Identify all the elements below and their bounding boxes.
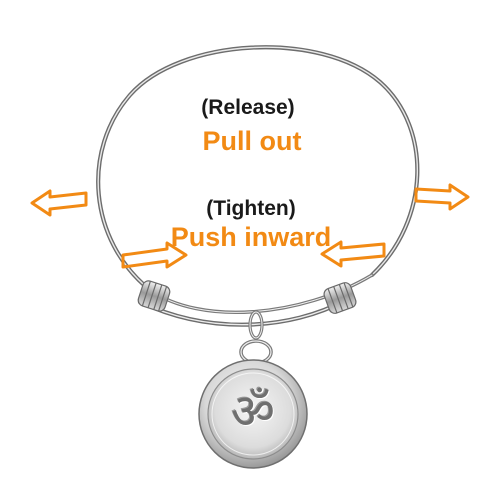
om-symbol-icon: ॐ (231, 384, 275, 440)
left-coil-clasp (137, 280, 171, 312)
tighten-action-label: Push inward (170, 222, 332, 252)
arrow-right-outline-icon (414, 183, 470, 211)
arrow-left-outline-icon (30, 189, 88, 217)
push-arrow-left-side-icon (121, 241, 188, 269)
pendant-bail (239, 310, 273, 365)
tighten-paren-label: (Tighten) (206, 197, 296, 220)
right-coil-clasp (323, 282, 357, 314)
push-arrow-right-side-icon (320, 240, 386, 268)
release-action-label: Pull out (202, 126, 302, 156)
release-paren-label: (Release) (201, 96, 295, 119)
om-pendant (198, 359, 308, 469)
